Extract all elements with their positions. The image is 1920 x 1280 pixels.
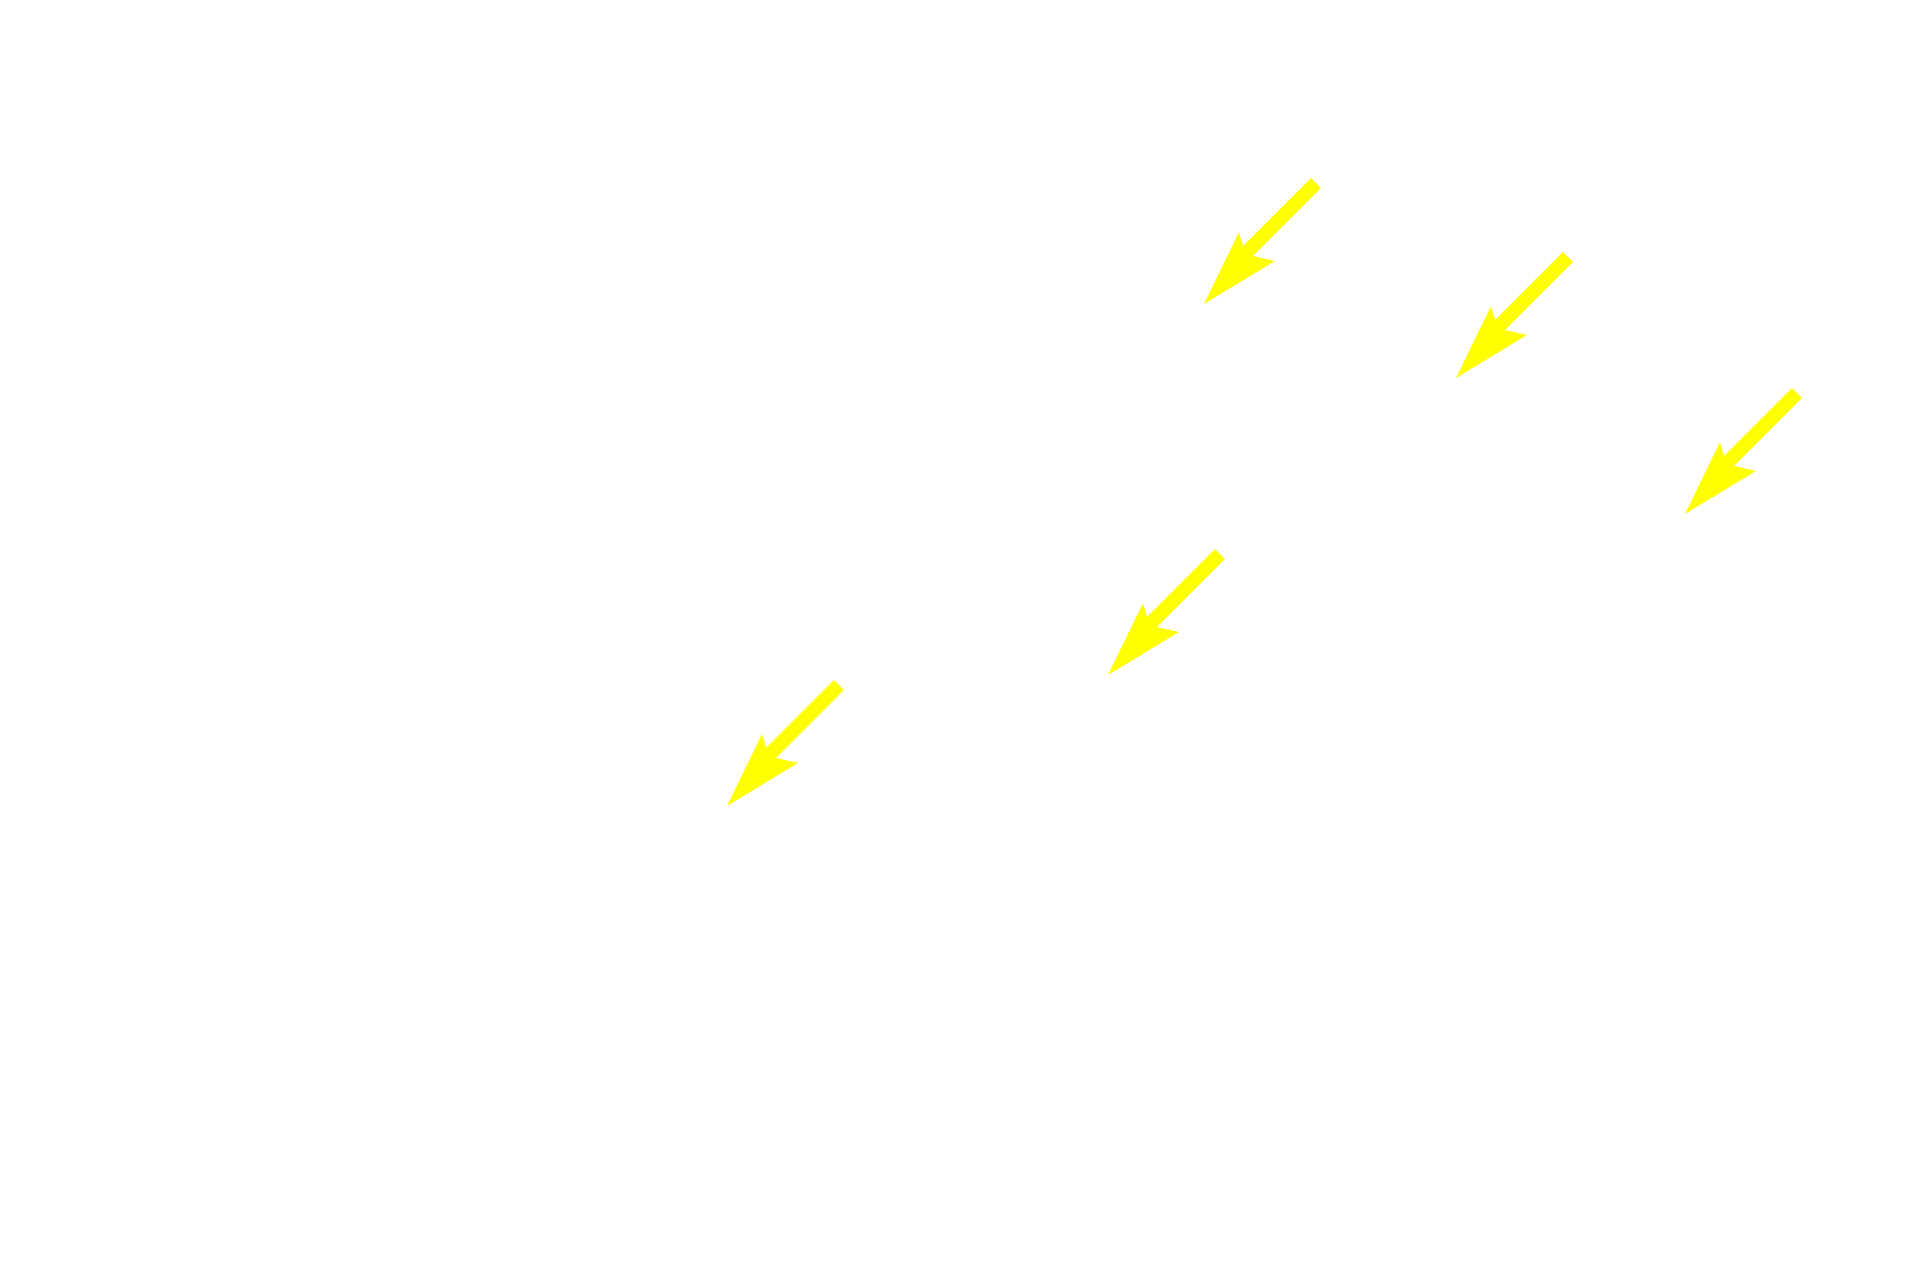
- arrow-down-left-icon: [1685, 388, 1802, 514]
- arrow-down-left-icon: [727, 680, 844, 806]
- arrow-down-left-icon: [1456, 252, 1573, 378]
- arrow-down-left-icon: [1204, 178, 1321, 304]
- arrow-down-left-icon: [1108, 549, 1225, 675]
